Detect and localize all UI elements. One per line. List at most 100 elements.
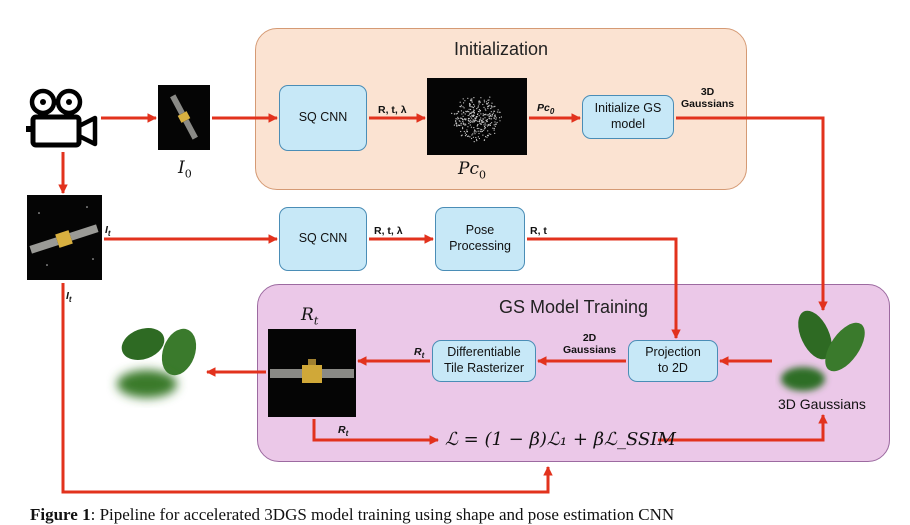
point-cloud-dot <box>460 135 462 137</box>
point-cloud-dot <box>471 114 473 116</box>
point-cloud-dot <box>489 124 491 126</box>
point-cloud-dot <box>466 135 469 137</box>
point-cloud-dot <box>456 124 458 126</box>
point-cloud-dot <box>477 113 479 115</box>
point-cloud-dot <box>459 105 461 108</box>
point-cloud-dot <box>492 127 494 129</box>
point-cloud-dot <box>493 110 495 112</box>
point-cloud-dot <box>473 110 475 113</box>
point-cloud-dot <box>483 106 485 108</box>
point-cloud-dot <box>462 126 464 128</box>
point-cloud-dot <box>470 119 472 121</box>
point-cloud-dot <box>478 127 480 130</box>
point-cloud-dot <box>470 108 472 111</box>
point-cloud-dot <box>483 128 486 130</box>
point-cloud-dot <box>482 118 485 120</box>
point-cloud-dot <box>458 120 460 122</box>
point-cloud-dot <box>465 110 467 112</box>
2d-gaussians-label: 2D Gaussians <box>563 332 617 357</box>
point-cloud-dot <box>472 136 474 138</box>
point-cloud-dot <box>497 109 499 111</box>
point-cloud-dot <box>499 117 501 119</box>
gs-model-training-title: GS Model Training <box>498 297 649 317</box>
point-cloud-dot <box>487 125 489 127</box>
point-cloud-dot <box>471 111 473 113</box>
point-cloud-dot <box>487 135 489 137</box>
point-cloud-dot <box>479 101 481 104</box>
point-cloud-dot <box>469 116 471 118</box>
rt-lambda-mid-label: R, t, λ <box>374 225 403 237</box>
point-cloud-dot <box>468 114 471 116</box>
point-cloud-dot <box>455 120 457 122</box>
point-cloud-dot <box>465 134 467 136</box>
point-cloud-dot <box>473 114 475 116</box>
point-cloud-dot <box>469 121 471 123</box>
point-cloud-scatter <box>451 96 502 143</box>
point-cloud-dot <box>487 130 489 132</box>
arrow-it-to-loss <box>61 283 553 494</box>
point-cloud-dot <box>472 114 474 116</box>
point-cloud-dot <box>478 137 480 140</box>
point-cloud-dot <box>462 115 464 117</box>
point-cloud-dot <box>477 110 480 113</box>
point-cloud-dot <box>468 135 470 137</box>
point-cloud-dot <box>480 128 482 130</box>
point-cloud-dot <box>491 122 493 124</box>
point-cloud-dot <box>458 111 460 113</box>
point-cloud-dot <box>479 122 481 124</box>
point-cloud-dot <box>485 136 487 138</box>
point-cloud-dot <box>475 131 477 133</box>
initialization-title: Initialization <box>453 39 549 59</box>
point-cloud-dot <box>480 123 482 125</box>
point-cloud-dot <box>489 113 491 115</box>
point-cloud-dot <box>490 115 492 117</box>
it-down-label: It <box>66 290 72 305</box>
point-cloud-dot <box>494 105 496 107</box>
point-cloud-dot <box>453 124 455 126</box>
point-cloud-dot <box>478 103 480 105</box>
point-cloud-dot <box>485 124 487 126</box>
point-cloud-dot <box>473 141 475 143</box>
point-cloud-dot <box>480 113 482 115</box>
point-cloud-dot <box>491 102 493 104</box>
point-cloud-dot <box>475 120 477 122</box>
input-frame-it-image <box>27 195 102 280</box>
point-cloud-dot <box>488 99 490 101</box>
point-cloud-dot <box>473 97 475 99</box>
point-cloud-dot <box>462 128 464 130</box>
point-cloud-dot <box>490 118 492 120</box>
point-cloud-dot <box>467 114 469 117</box>
point-cloud-dot <box>466 129 468 131</box>
point-cloud-dot <box>462 111 464 113</box>
point-cloud-dot <box>460 124 462 126</box>
point-cloud-dot <box>488 124 490 126</box>
point-cloud-dot <box>458 124 460 127</box>
point-cloud-dot <box>495 117 497 119</box>
point-cloud-dot <box>464 118 466 120</box>
point-cloud-dot <box>456 125 458 127</box>
point-cloud-dot <box>499 120 501 122</box>
point-cloud-dot <box>472 107 475 109</box>
point-cloud-dot <box>491 105 493 107</box>
point-cloud-dot <box>460 130 462 133</box>
point-cloud-dot <box>488 133 490 135</box>
point-cloud-dot <box>492 112 494 114</box>
point-cloud-dot <box>473 119 475 121</box>
point-cloud-dot <box>480 131 482 133</box>
point-cloud-dot <box>471 134 473 136</box>
point-cloud-dot <box>471 137 473 140</box>
point-cloud-dot <box>489 96 491 98</box>
point-cloud-dot <box>485 109 487 111</box>
input-frame-i0-image <box>158 85 210 150</box>
initialize-gs-model-box: Initialize GS model <box>582 95 674 139</box>
point-cloud-dot <box>468 120 470 122</box>
point-cloud-dot <box>462 122 464 124</box>
point-cloud-dot <box>490 133 492 135</box>
point-cloud-dot <box>473 103 475 106</box>
point-cloud-dot <box>487 99 489 101</box>
point-cloud-dot <box>484 117 486 119</box>
point-cloud-dot <box>475 136 477 139</box>
point-cloud-dot <box>496 121 498 124</box>
point-cloud-dot <box>455 122 457 124</box>
point-cloud-dot <box>494 115 497 117</box>
